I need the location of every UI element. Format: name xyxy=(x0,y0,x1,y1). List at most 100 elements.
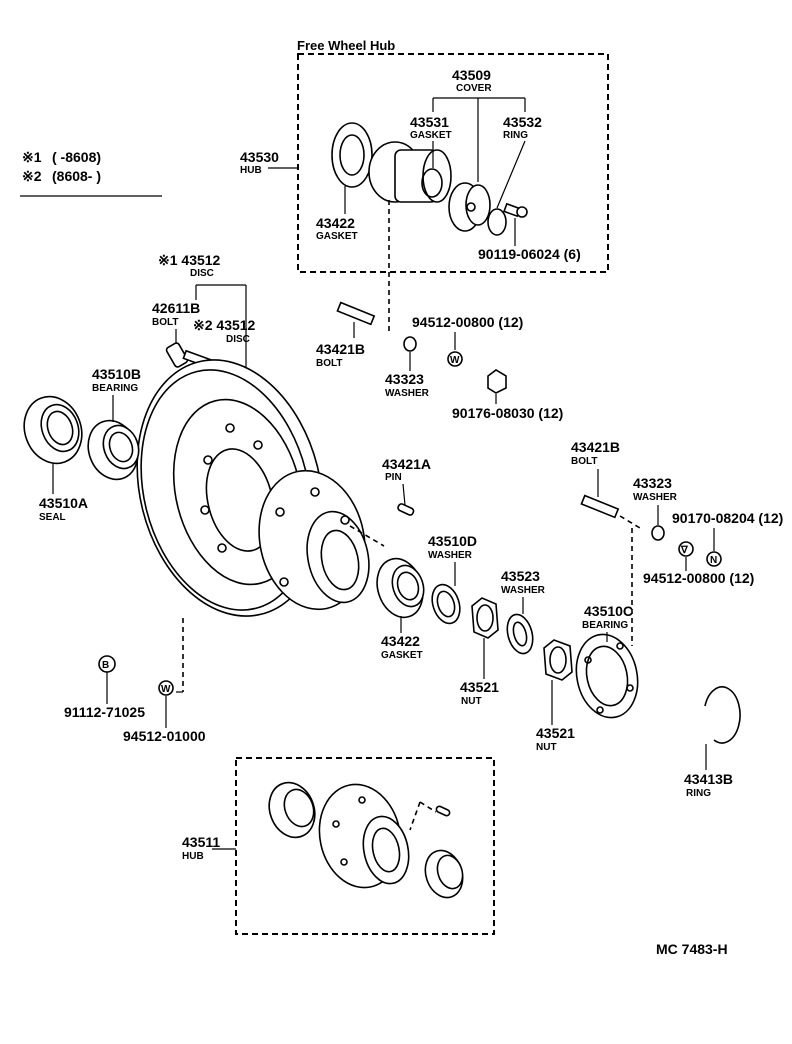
svg-text:90176-08030 (12): 90176-08030 (12) xyxy=(452,405,563,421)
label-43510d: 43510D WASHER xyxy=(428,533,477,586)
figure-code: MC 7483-H xyxy=(656,941,728,957)
label-43512-mark2: ※2 43512 DISC xyxy=(193,317,256,345)
svg-text:43422: 43422 xyxy=(381,633,420,649)
free-wheel-hub-body xyxy=(368,141,452,203)
gasket-43422-right xyxy=(575,633,639,719)
label-42611b: 42611B BOLT xyxy=(152,300,200,344)
symbol-b: B xyxy=(98,655,116,673)
svg-text:43510B: 43510B xyxy=(92,366,141,382)
svg-text:※1 43512: ※1 43512 xyxy=(158,252,221,268)
svg-text:B: B xyxy=(102,660,109,671)
svg-text:43521: 43521 xyxy=(536,725,575,741)
svg-text:∇: ∇ xyxy=(680,545,689,556)
label-43413b: 43413B RING xyxy=(684,744,733,799)
pin-43421a xyxy=(397,503,415,516)
hub-43511-bearing xyxy=(424,849,464,899)
svg-text:43422: 43422 xyxy=(316,215,355,231)
svg-text:43523: 43523 xyxy=(501,568,540,584)
label-43421a: 43421A PIN xyxy=(382,456,431,506)
ring-43413b xyxy=(704,686,741,744)
svg-text:43421B: 43421B xyxy=(571,439,620,455)
nut-90176 xyxy=(487,369,507,394)
legend-mark1-range: ( -8608) xyxy=(52,149,101,165)
stud-43421b-right xyxy=(580,494,620,519)
symbol-w-top: W xyxy=(447,351,463,367)
label-43323-right: 43323 WASHER xyxy=(633,475,678,525)
svg-text:GASKET: GASKET xyxy=(316,231,358,242)
hub-43511-box xyxy=(235,757,495,935)
svg-text:BOLT: BOLT xyxy=(316,358,342,369)
label-90176: 90176-08030 (12) xyxy=(452,394,563,421)
washer-43323-right xyxy=(651,525,665,541)
bearing-43510c xyxy=(376,557,425,619)
svg-text:DISC: DISC xyxy=(226,334,250,345)
svg-text:WASHER: WASHER xyxy=(385,388,430,399)
free-wheel-bolts xyxy=(503,202,528,218)
svg-text:WASHER: WASHER xyxy=(501,585,546,596)
svg-text:BEARING: BEARING xyxy=(582,620,628,631)
svg-text:90119-06024 (6): 90119-06024 (6) xyxy=(478,246,581,262)
label-43422-right: 43510C BEARING xyxy=(582,603,633,642)
label-43510b: 43510B BEARING xyxy=(92,366,141,422)
svg-text:43323: 43323 xyxy=(633,475,672,491)
hub-43511-pin xyxy=(435,805,451,817)
label-43509: 43509 COVER xyxy=(432,67,526,182)
symbol-n-right: N xyxy=(706,551,722,567)
pin-dashline xyxy=(349,525,385,547)
svg-text:94512-00800 (12): 94512-00800 (12) xyxy=(412,314,523,330)
svg-text:94512-01000: 94512-01000 xyxy=(123,728,206,744)
svg-text:COVER: COVER xyxy=(456,83,492,94)
label-43531: 43531 GASKET xyxy=(410,114,452,168)
svg-text:PIN: PIN xyxy=(385,472,402,483)
svg-text:43530: 43530 xyxy=(240,149,279,165)
hub-43511-body xyxy=(318,783,410,889)
free-wheel-gasket-43422 xyxy=(331,122,373,188)
svg-text:N: N xyxy=(710,555,717,566)
label-43523: 43523 WASHER xyxy=(501,568,546,614)
washer-43323-top xyxy=(403,336,417,352)
label-43511: 43511 HUB xyxy=(182,834,236,862)
svg-text:43510D: 43510D xyxy=(428,533,477,549)
hub-43511-pin-dashline xyxy=(419,801,437,813)
label-90170: 90170-08204 (12) xyxy=(672,510,783,551)
hub-43511-pin-dashline2 xyxy=(409,801,421,831)
axle-hub xyxy=(258,469,370,611)
label-43530: 43530 HUB xyxy=(240,149,298,176)
svg-text:90170-08204 (12): 90170-08204 (12) xyxy=(672,510,783,526)
label-94512-right: 94512-00800 (12) xyxy=(643,557,754,586)
svg-text:W: W xyxy=(161,684,171,695)
nut-43521-a xyxy=(471,597,499,639)
legend-mark2: ※2 xyxy=(22,168,42,184)
svg-text:W: W xyxy=(450,355,460,366)
svg-text:43532: 43532 xyxy=(503,114,542,130)
legend: ※1 ( -8608) ※2 (8608- ) xyxy=(20,149,162,197)
svg-text:HUB: HUB xyxy=(240,165,262,176)
svg-text:43510C: 43510C xyxy=(584,603,633,619)
label-43323-top: 43323 WASHER xyxy=(385,352,430,399)
symbol-v-right: ∇ xyxy=(678,541,694,557)
svg-text:NUT: NUT xyxy=(461,696,482,707)
svg-text:43421A: 43421A xyxy=(382,456,431,472)
label-43521-a: 43521 NUT xyxy=(460,638,499,707)
free-wheel-hub-title: Free Wheel Hub xyxy=(297,38,395,53)
svg-text:RING: RING xyxy=(503,130,528,141)
washer-43523 xyxy=(506,613,534,655)
label-43521-b: 43521 NUT xyxy=(536,680,575,753)
free-wheel-ring xyxy=(487,208,507,236)
svg-text:GASKET: GASKET xyxy=(381,650,423,661)
svg-text:91112-71025: 91112-71025 xyxy=(64,704,145,720)
right-bolt-dashline xyxy=(619,515,641,529)
seal-43510a xyxy=(23,395,83,465)
svg-text:※2 43512: ※2 43512 xyxy=(193,317,256,333)
svg-text:94512-00800 (12): 94512-00800 (12) xyxy=(643,570,754,586)
svg-text:WASHER: WASHER xyxy=(633,492,678,503)
label-43510c: 43422 GASKET xyxy=(381,616,423,661)
label-94512-top: 94512-00800 (12) xyxy=(412,314,523,350)
svg-text:43509: 43509 xyxy=(452,67,491,83)
svg-text:43510A: 43510A xyxy=(39,495,88,511)
svg-text:GASKET: GASKET xyxy=(410,130,452,141)
svg-text:43521: 43521 xyxy=(460,679,499,695)
svg-text:DISC: DISC xyxy=(190,268,214,279)
svg-text:42611B: 42611B xyxy=(152,300,200,316)
